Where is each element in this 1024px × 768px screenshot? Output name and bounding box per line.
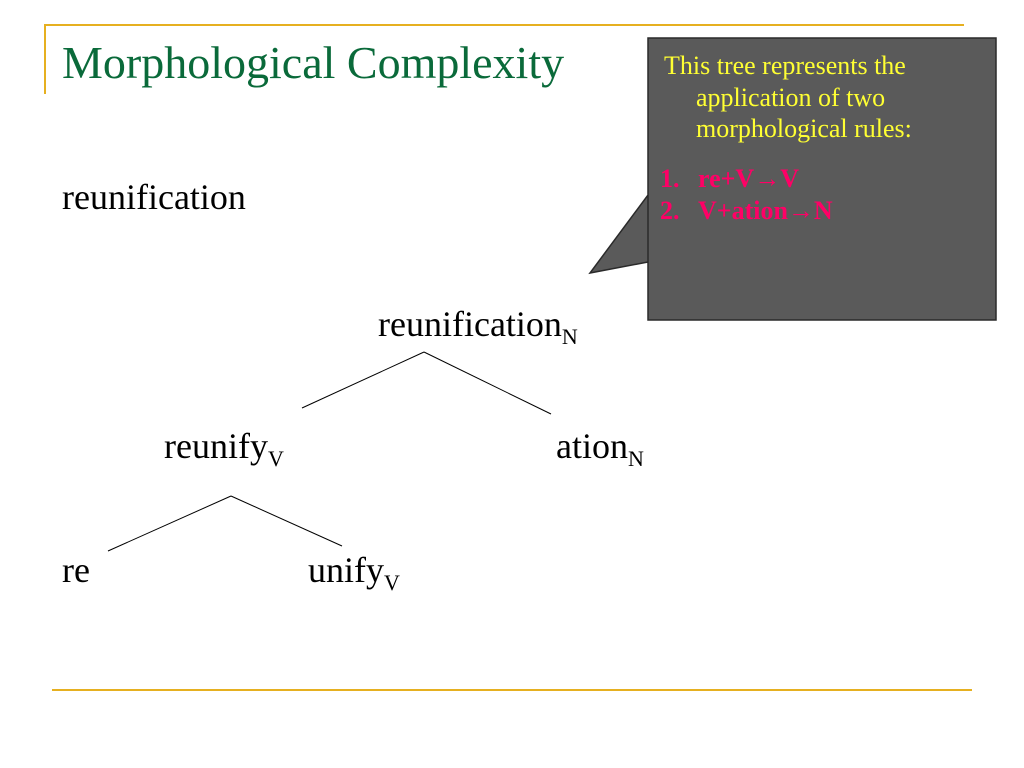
left-frame-line (44, 24, 46, 94)
rule-text-1: re+V→V (698, 164, 799, 194)
tree-branch-root-right (423, 351, 552, 415)
callout-bubble (588, 37, 997, 321)
rule-number-2: 2. (660, 195, 680, 225)
tree-node-root-category: N (561, 324, 578, 349)
rules-list: 1. re+V→V 2. V+ation→N (656, 163, 986, 226)
tree-branch-left-left (107, 495, 232, 552)
tree-node-re: re (62, 550, 90, 591)
tree-node-ation: ationN (556, 426, 644, 471)
bottom-frame-line (52, 689, 972, 691)
rule-item-1: 1. re+V→V (656, 163, 986, 195)
tree-node-unify-category: V (384, 570, 400, 595)
tree-branch-left-right (230, 495, 343, 547)
top-frame-line (44, 24, 964, 26)
tree-node-reunify: reunifyV (164, 426, 284, 471)
tree-node-re-text: re (62, 550, 90, 590)
tree-node-ation-text: ation (556, 426, 628, 466)
callout-content: This tree represents the application of … (656, 50, 986, 227)
tree-node-reunify-category: V (267, 446, 284, 471)
callout-intro-text: This tree represents the application of … (664, 51, 912, 144)
slide-title: Morphological Complexity (62, 37, 565, 88)
tree-node-unify-text: unify (308, 550, 384, 590)
tree-node-reunify-text: reunify (164, 426, 268, 466)
tree-node-root: reunificationN (378, 304, 578, 349)
tree-node-ation-category: N (627, 446, 644, 471)
rule-number-1: 1. (660, 164, 680, 194)
callout-intro: This tree represents the application of … (656, 50, 986, 145)
rule-item-2: 2. V+ation→N (656, 195, 986, 227)
example-word: reunification (62, 177, 246, 217)
tree-branch-root-left (301, 351, 425, 409)
tree-node-unify: unifyV (308, 550, 400, 595)
rule-text-2: V+ation→N (698, 195, 833, 225)
tree-node-root-text: reunification (378, 304, 562, 344)
